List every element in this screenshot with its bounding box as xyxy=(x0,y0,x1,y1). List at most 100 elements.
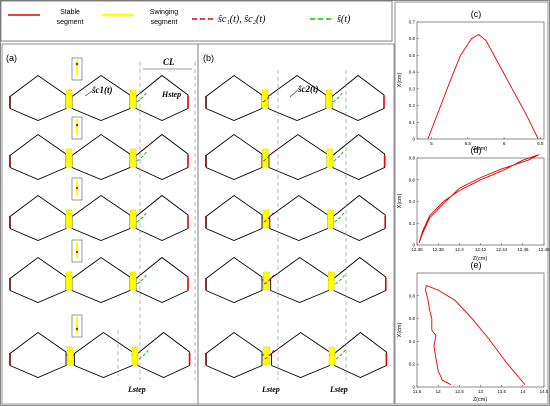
chain-row-b-3 xyxy=(205,194,387,241)
chain-row-a-2 xyxy=(9,116,189,180)
legend-red-dash-formula: ŝc₁(t), ŝc₂(t) xyxy=(218,14,266,25)
series-line xyxy=(427,33,539,140)
green-trajectory xyxy=(332,91,344,103)
green-trajectory xyxy=(334,273,346,285)
body-segment xyxy=(205,256,263,303)
x-tick-label: 12.44 xyxy=(496,247,508,252)
x-tick-label: 12.42 xyxy=(475,247,487,252)
x-tick-label: 12.38 xyxy=(433,247,445,252)
y-tick-label: 0.4 xyxy=(409,70,416,75)
sc2-label: ŝc2(t) xyxy=(297,84,319,94)
chain-row-b-1 xyxy=(205,74,385,121)
inset-dot xyxy=(75,186,79,190)
red-trajectory xyxy=(263,150,274,162)
swinging-segment xyxy=(65,89,73,109)
y-tick-label: 0.8 xyxy=(409,293,416,298)
swinging-segment xyxy=(326,148,333,168)
panel-e-label: (e) xyxy=(471,260,482,270)
lstep-label-b2: Lstep xyxy=(329,385,348,394)
green-trajectory xyxy=(136,91,148,103)
swinging-segment xyxy=(65,148,73,168)
chart-d-plot-area xyxy=(416,157,545,246)
x-tick-label: 5.5 xyxy=(465,141,472,146)
chain-row-a-3 xyxy=(9,177,189,241)
chain-row-a-5 xyxy=(9,314,191,378)
y-tick-label: 0.7 xyxy=(409,20,416,25)
x-tick-label: 13.5 xyxy=(497,389,506,394)
chart-d-ylabel: X(cm) xyxy=(397,194,403,209)
lstep-label-a: Lstep xyxy=(127,385,146,394)
y-tick-label: 0 xyxy=(412,137,415,142)
red-trajectory xyxy=(264,273,275,285)
x-tick-label: 12.46 xyxy=(517,247,529,252)
swinging-segment xyxy=(262,209,270,229)
y-tick-label: 0.2 xyxy=(409,103,416,108)
body-segment xyxy=(205,331,263,378)
legend-green-dash-formula: ŝ(t) xyxy=(337,14,351,25)
y-tick-label: 0.6 xyxy=(409,177,416,182)
robot-chains xyxy=(9,57,388,378)
panel-c-label: (c) xyxy=(471,9,482,19)
inset-dot xyxy=(75,250,79,254)
panel-b-frame xyxy=(197,43,395,405)
swinging-segment xyxy=(131,346,139,366)
red-trajectory xyxy=(262,91,274,103)
legend-swing-label-2: segment xyxy=(151,19,178,26)
x-tick-label: 5 xyxy=(430,141,433,146)
x-tick-label: 6 xyxy=(503,141,506,146)
y-tick-label: 0.3 xyxy=(409,86,416,91)
y-tick-label: 0.5 xyxy=(409,53,416,58)
y-tick-label: 0.1 xyxy=(409,120,416,125)
green-trajectory xyxy=(136,211,148,223)
chain-row-b-5 xyxy=(205,331,388,378)
y-tick-label: 0.6 xyxy=(409,36,416,41)
swinging-segment xyxy=(65,209,73,229)
chart-e-plot-area xyxy=(416,272,545,388)
y-tick-label: 0 xyxy=(412,385,415,390)
chart-e-xlabel: Z(cm) xyxy=(473,397,488,403)
y-tick-label: 0.4 xyxy=(409,199,416,204)
swinging-segment xyxy=(129,271,137,291)
y-tick-label: 0.6 xyxy=(409,316,416,321)
x-tick-label: 12.36 xyxy=(411,247,423,252)
x-tick-label: 11.5 xyxy=(413,389,422,394)
inset-dot xyxy=(75,62,79,66)
y-tick-label: 0.8 xyxy=(409,156,416,161)
chart-d-xlabel: Z(cm) xyxy=(473,256,488,262)
y-tick-label: 0.4 xyxy=(409,339,416,344)
body-segment xyxy=(9,331,67,378)
panel-b-label: (b) xyxy=(203,53,214,63)
cl-label: CL xyxy=(163,57,175,67)
green-trajectory xyxy=(335,348,347,360)
x-tick-label: 14.5 xyxy=(540,389,549,394)
x-tick-label: 12 xyxy=(436,389,442,394)
swinging-segment xyxy=(263,271,270,291)
swinging-segment xyxy=(129,89,137,109)
red-trajectory xyxy=(263,211,275,223)
sc1-pointer xyxy=(84,90,93,97)
chart-c-plot-area xyxy=(416,21,545,140)
x-tick-label: 14 xyxy=(520,389,526,394)
x-tick-label: 12.5 xyxy=(455,389,464,394)
sc2-pointer xyxy=(289,89,299,98)
x-tick-label: 12.48 xyxy=(538,247,550,252)
chain-row-a-1 xyxy=(9,57,189,121)
x-tick-label: 13 xyxy=(478,389,484,394)
swinging-segment xyxy=(328,271,335,291)
panel-a-label: (a) xyxy=(6,53,17,63)
chart-c-ylabel: X(cm) xyxy=(397,73,403,88)
body-segment xyxy=(205,133,263,180)
swinging-segment xyxy=(65,271,73,291)
sc1-label: ŝc1(t) xyxy=(91,85,113,95)
panel-d-label: (d) xyxy=(471,145,482,155)
panel-cde-frame xyxy=(394,1,549,405)
x-tick-label: 6.5 xyxy=(537,141,544,146)
series-line xyxy=(425,284,526,386)
swinging-segment xyxy=(263,346,271,366)
swinging-segment xyxy=(129,209,137,229)
y-tick-label: 0.2 xyxy=(409,221,416,226)
panel-b-annotations: ŝc2(t) Lstep Lstep xyxy=(261,70,348,394)
